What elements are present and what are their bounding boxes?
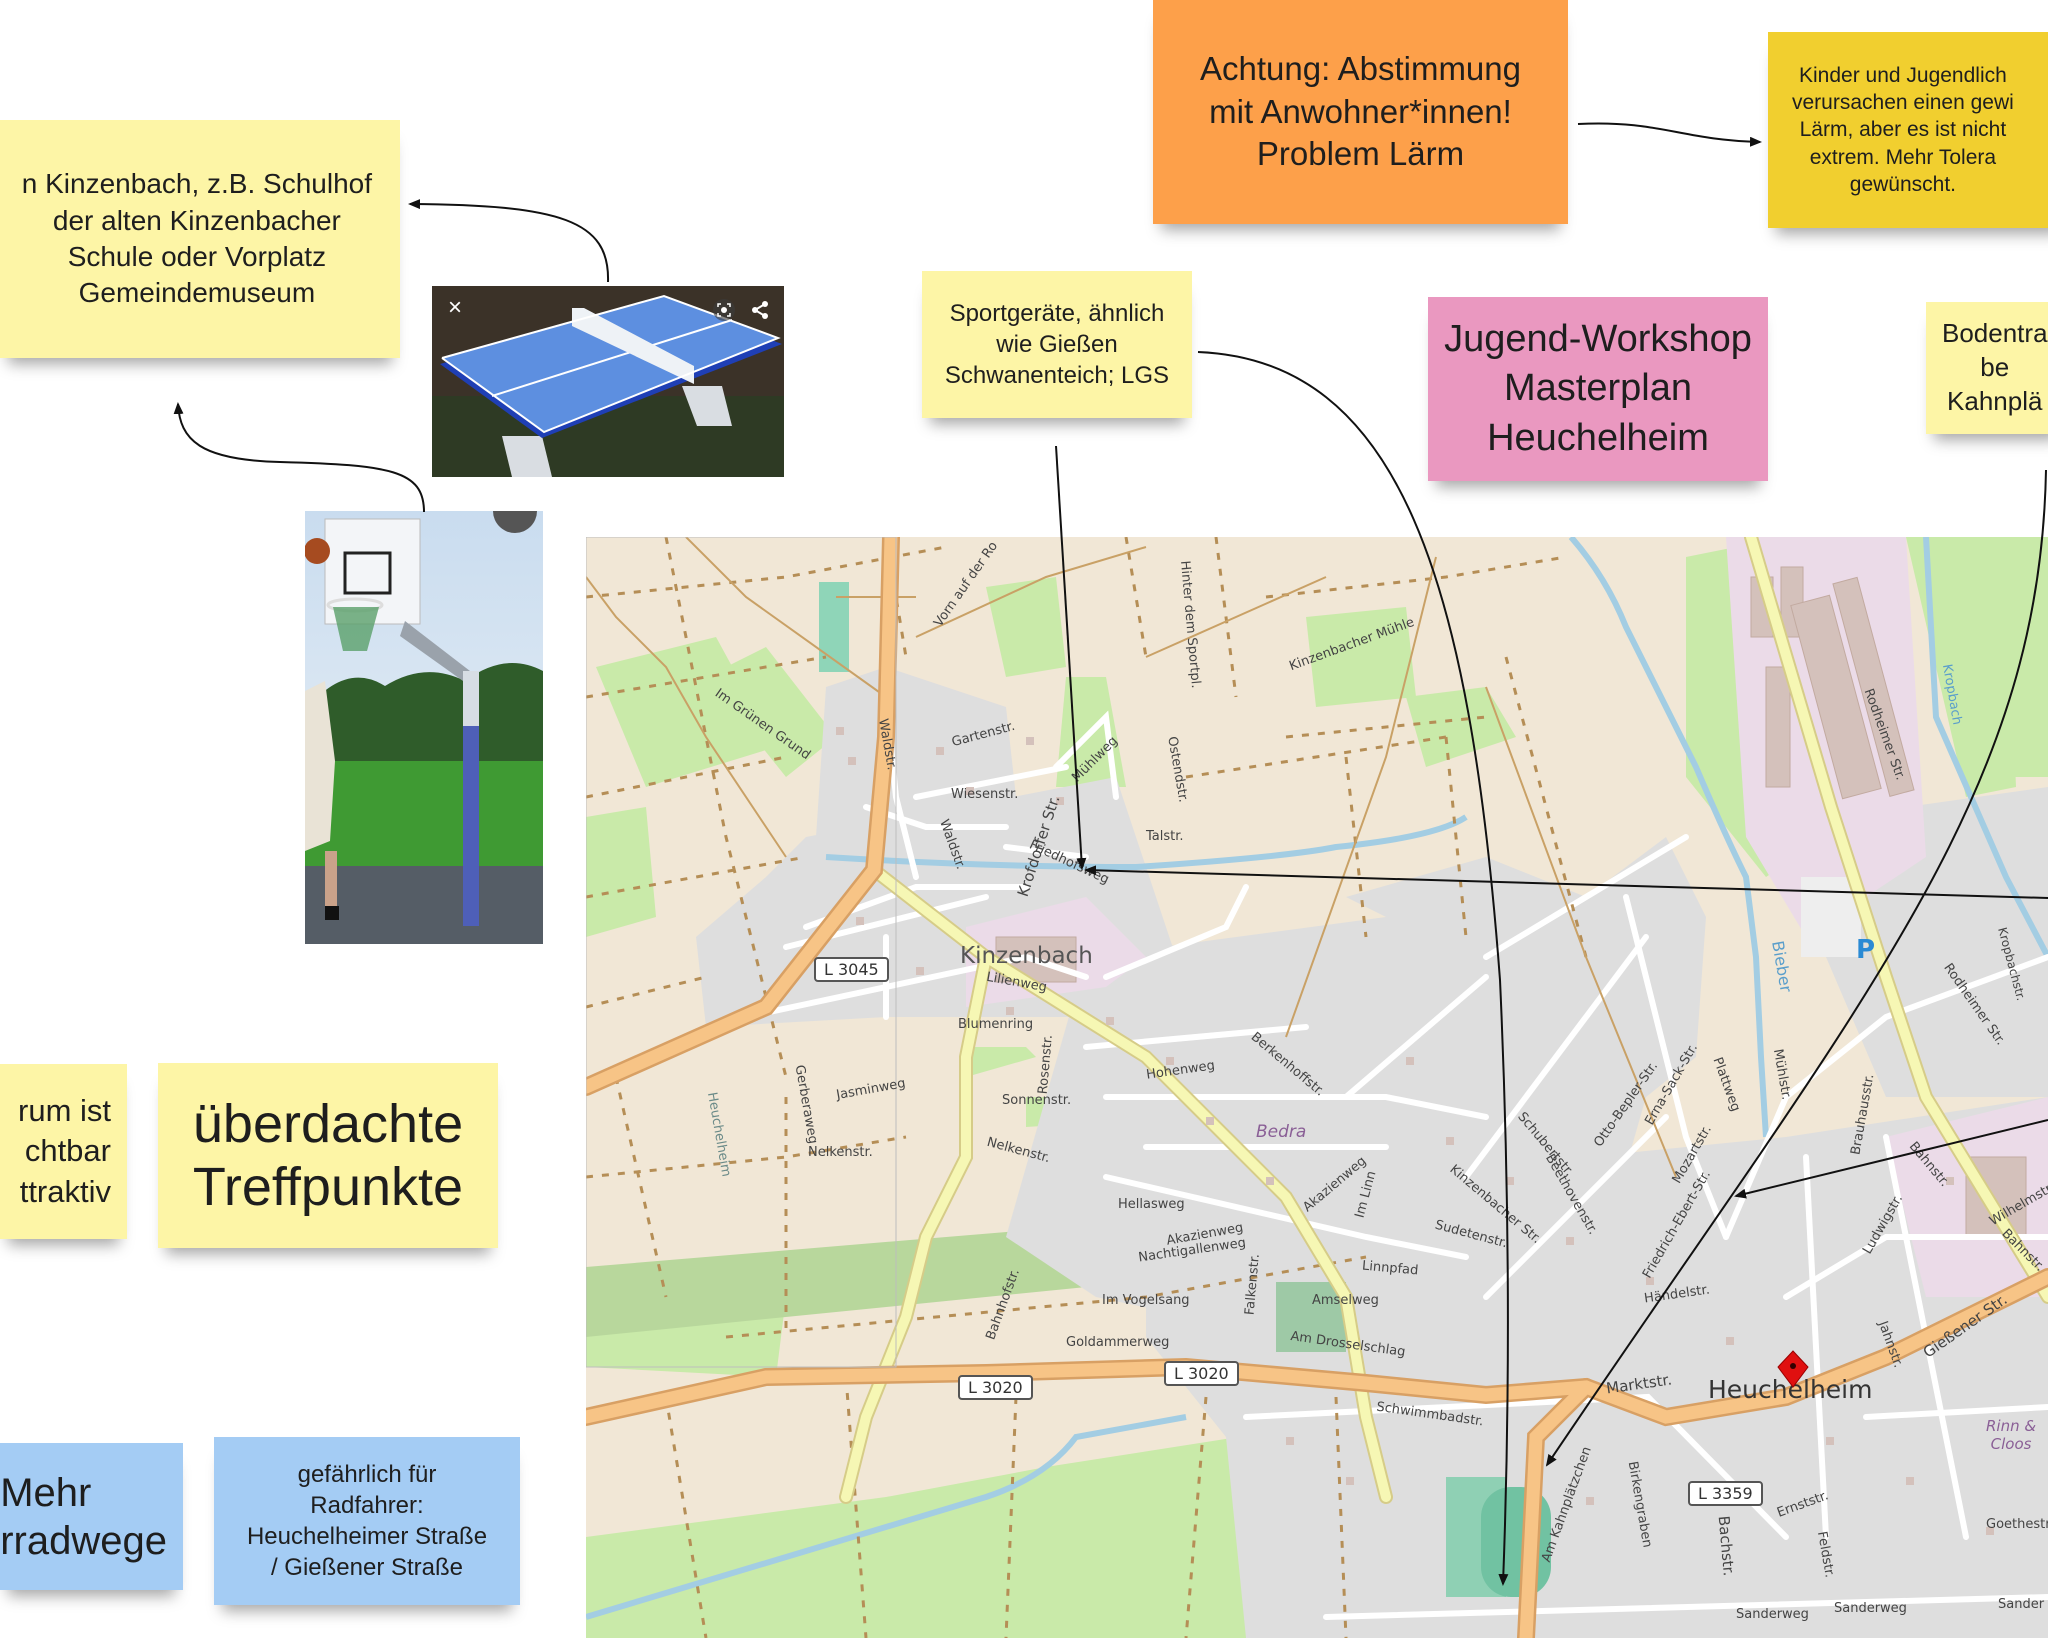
street-label: Sanderweg [1736, 1607, 1809, 1622]
street-label: Goldammerweg [1066, 1335, 1170, 1350]
sticky-note-radwege[interactable]: Mehr rradwege [0, 1443, 183, 1590]
note-text: rum ist chtbar ttraktiv [18, 1093, 111, 1209]
map-poi-bedra: Bedra [1256, 1122, 1307, 1142]
note-text: Kinder und Jugendlich verursachen einen … [1792, 63, 2014, 196]
basketball-illustration [305, 511, 543, 944]
map-poi-rinn-cloos: Rinn & Cloos [1986, 1417, 2037, 1453]
street-label: Sanderweg [1834, 1601, 1907, 1616]
street-label: Talstr. [1146, 829, 1184, 844]
arrow-achtung-to-laerm [1577, 122, 1762, 147]
street-label: Goethestr. [1986, 1517, 2048, 1532]
sticky-note-workshop-title[interactable]: Jugend-Workshop Masterplan Heuchelheim [1428, 297, 1768, 481]
street-label: Nelkenstr. [808, 1145, 873, 1160]
sticky-note-kinder-laerm[interactable]: Kinder und Jugendlich verursachen einen … [1768, 32, 2048, 228]
sticky-note-sportgeraete[interactable]: Sportgeräte, ähnlich wie Gießen Schwanen… [922, 271, 1192, 418]
sticky-note-achtung[interactable]: Achtung: Abstimmung mit Anwohner*innen! … [1153, 0, 1568, 224]
note-text: gefährlich für Radfahrer: Heuchelheimer … [246, 1460, 488, 1582]
basketball-image[interactable] [305, 511, 543, 944]
note-text: Bodentra be Kahnplä [1942, 318, 2048, 416]
street-label: Blumenring [958, 1017, 1034, 1032]
street-label: Sonnenstr. [1002, 1093, 1072, 1108]
street-label: Hellasweg [1118, 1197, 1185, 1212]
tabletennis-image[interactable]: × [432, 286, 784, 477]
lens-icon[interactable] [712, 298, 736, 322]
sticky-note-zentrum[interactable]: rum ist chtbar ttraktiv [0, 1064, 127, 1239]
sticky-note-gefaehrlich[interactable]: gefährlich für Radfahrer: Heuchelheimer … [214, 1437, 520, 1605]
board-title: Jugend-Workshop Masterplan Heuchelheim [1444, 317, 1752, 459]
road-shield-l3020-west: L 3020 [958, 1375, 1033, 1400]
note-text: überdachte Treffpunkte [192, 1094, 464, 1217]
street-label: Sander [1998, 1597, 2045, 1612]
note-text: Mehr rradwege [0, 1470, 167, 1563]
road-shield-l3359: L 3359 [1688, 1481, 1763, 1506]
road-shield-l3045: L 3045 [814, 957, 889, 982]
arrow-tabletennis-to-kinzenbach [408, 199, 610, 283]
road-shield-l3020-east: L 3020 [1164, 1361, 1239, 1386]
street-label: Wiesenstr. [951, 787, 1019, 802]
location-pin-icon[interactable] [1776, 1349, 1810, 1389]
share-icon[interactable] [750, 300, 770, 320]
parking-icon: P [1856, 935, 1876, 965]
map-label-kinzenbach: Kinzenbach [960, 943, 1093, 969]
note-text: Achtung: Abstimmung mit Anwohner*innen! … [1199, 49, 1521, 173]
note-text: n Kinzenbach, z.B. Schulhof der alten Ki… [21, 168, 372, 309]
osm-map[interactable]: Kinzenbach Heuchelheim L 3045 L 3020 L 3… [586, 537, 2048, 1638]
sticky-note-kinzenbach-places[interactable]: n Kinzenbach, z.B. Schulhof der alten Ki… [0, 120, 400, 358]
close-icon[interactable]: × [448, 294, 463, 321]
sticky-note-ueberdachte-treffpunkte[interactable]: überdachte Treffpunkte [158, 1063, 498, 1248]
note-text: Sportgeräte, ähnlich wie Gießen Schwanen… [944, 299, 1170, 390]
street-label: Amselweg [1312, 1293, 1379, 1308]
sticky-note-bodentrampolin[interactable]: Bodentra be Kahnplä [1926, 302, 2048, 434]
street-label: Im Vogelsang [1102, 1293, 1190, 1308]
arrow-basketball-to-kinzenbach [173, 402, 425, 513]
